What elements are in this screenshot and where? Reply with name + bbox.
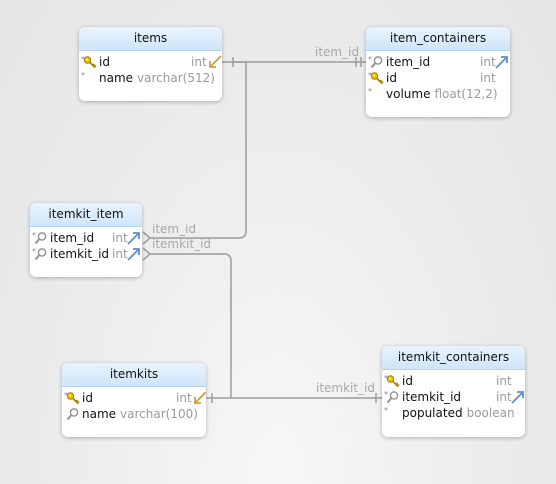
required-marker: * — [384, 406, 388, 415]
column-name: volume — [386, 87, 431, 101]
relation-arrow-icon[interactable] — [494, 55, 510, 69]
column-type: varchar(100) — [120, 407, 198, 421]
column-row-item-id[interactable]: * item_id int — [366, 54, 510, 70]
foreign-key-icon — [34, 246, 48, 262]
column-row-id[interactable]: * id int — [62, 390, 206, 406]
relation-arrow-icon[interactable] — [192, 391, 206, 405]
column-type: int — [112, 247, 128, 261]
column-name: id — [82, 391, 93, 405]
column-name: name — [82, 407, 117, 421]
table-title[interactable]: itemkits — [62, 363, 206, 387]
column-name: id — [402, 374, 413, 388]
column-row-id[interactable]: * id int — [366, 70, 510, 86]
column-type: int — [480, 71, 496, 85]
relation-line-itemkits-itemkit-item[interactable] — [150, 253, 232, 399]
column-name: populated — [402, 406, 463, 420]
column-row-itemkit-id[interactable]: * itemkit_id int — [382, 389, 525, 405]
column-type: float(12,2) — [434, 87, 498, 101]
relation-line-items-itemkit-item[interactable] — [150, 61, 247, 239]
column-name: id — [99, 55, 110, 69]
relation-label-itemkit-id: itemkit_id — [152, 237, 212, 251]
table-title[interactable]: item_containers — [366, 27, 510, 51]
column-type: int — [176, 391, 192, 405]
column-type: int — [480, 55, 496, 69]
relation-arrow-icon[interactable] — [207, 55, 222, 69]
required-marker: * — [64, 391, 68, 400]
relation-arrow-icon[interactable] — [510, 390, 525, 404]
column-name: itemkit_id — [50, 247, 110, 261]
column-type: int — [191, 55, 207, 69]
foreign-key-icon — [370, 54, 384, 70]
table-title[interactable]: items — [79, 27, 222, 51]
column-name: item_id — [386, 55, 431, 69]
column-type: int — [496, 390, 512, 404]
key-icon — [370, 70, 384, 86]
key-icon — [66, 390, 80, 406]
foreign-key-icon — [386, 389, 400, 405]
column-name: itemkit_id — [402, 390, 462, 404]
relation-label-itemkit-id-bottom: itemkit_id — [316, 381, 376, 395]
column-name: item_id — [50, 231, 95, 245]
relation-arrow-icon[interactable] — [126, 247, 142, 261]
key-icon — [83, 54, 97, 70]
column-type: int — [112, 231, 128, 245]
column-row-id[interactable]: * id int — [79, 54, 222, 70]
table-title[interactable]: itemkit_containers — [382, 346, 525, 370]
column-name: name — [99, 71, 134, 85]
required-marker: * — [368, 87, 372, 96]
column-type: varchar(512) — [137, 71, 215, 85]
relation-label-item-id: item_id — [152, 222, 197, 236]
table-title[interactable]: itemkit_item — [30, 203, 142, 227]
column-name: id — [386, 71, 397, 85]
required-marker: * — [81, 71, 85, 80]
column-type: int — [496, 374, 512, 388]
required-marker: * — [384, 390, 388, 399]
column-type: boolean — [466, 406, 515, 420]
column-row-item-id[interactable]: * item_id int — [30, 230, 142, 246]
column-row-id[interactable]: * id int — [382, 373, 525, 389]
foreign-key-icon — [34, 230, 48, 246]
required-marker: * — [384, 374, 388, 383]
required-marker: * — [368, 55, 372, 64]
relation-arrow-icon[interactable] — [126, 231, 142, 245]
required-marker: * — [81, 55, 85, 64]
required-marker: * — [368, 71, 372, 80]
required-marker: * — [32, 247, 36, 256]
key-icon — [386, 373, 400, 389]
relation-label-item-id-top: item_id — [315, 45, 360, 59]
required-marker: * — [32, 231, 36, 240]
index-icon — [66, 406, 80, 422]
